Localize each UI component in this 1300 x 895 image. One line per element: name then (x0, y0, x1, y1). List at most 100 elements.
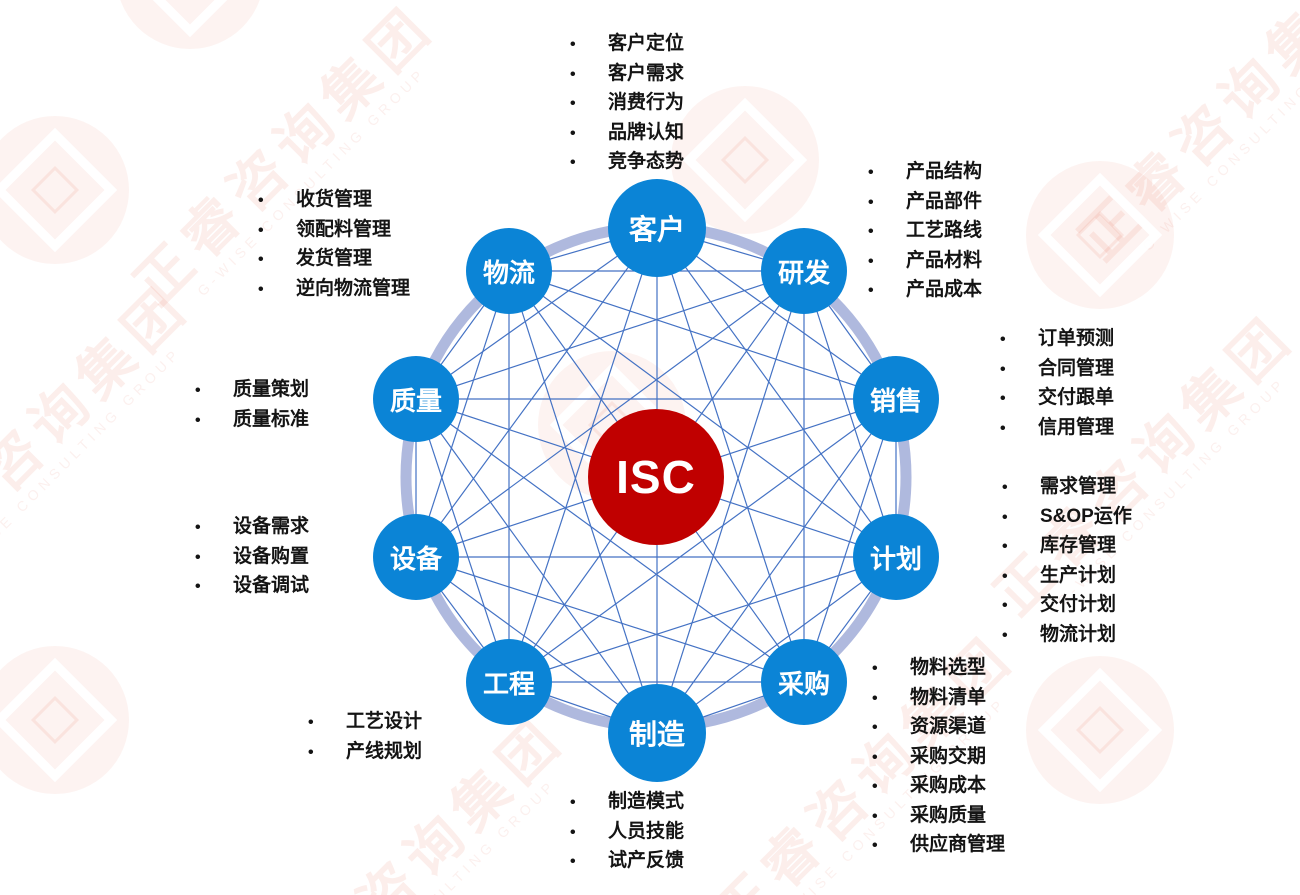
node-logistics: 物流 (466, 228, 552, 314)
list-item-text: 合同管理 (1038, 357, 1115, 379)
bullet-icon: • (872, 748, 878, 766)
node-planning: 计划 (853, 514, 939, 600)
bullet-icon: • (195, 382, 201, 399)
list-item: •消费行为 (570, 89, 684, 119)
bullet-list-manufacturing: •制造模式•人员技能•试产反馈 (570, 788, 684, 877)
list-item: •S&OP运作 (1002, 503, 1132, 533)
list-item: •产品材料 (868, 247, 982, 277)
list-item-text: 采购质量 (910, 804, 987, 826)
connection-line (656, 227, 805, 683)
bullet-icon: • (1000, 360, 1006, 378)
bullet-icon: • (308, 714, 314, 731)
list-item-text: 生产计划 (1040, 564, 1117, 586)
node-procurement: 采购 (761, 639, 847, 725)
list-item-text: 工艺设计 (346, 711, 423, 732)
list-item: •物料选型 (872, 654, 1005, 684)
list-item-text: 收货管理 (296, 189, 373, 210)
list-item-text: 客户定位 (608, 33, 685, 54)
bullet-icon: • (868, 164, 874, 181)
bullet-icon: • (868, 193, 874, 211)
node-label-engineering: 工程 (482, 668, 535, 699)
bullet-icon: • (1002, 597, 1008, 614)
list-item-text: 供应商管理 (910, 834, 1006, 855)
bullet-icon: • (872, 689, 878, 707)
connection-line (415, 398, 658, 734)
connection-line (415, 398, 805, 683)
bullet-list-equipment: • 设备需求 •设备购置 • 设备调试 (195, 513, 309, 602)
list-item: •发货管理 (258, 245, 410, 275)
node-label-manufacturing: 制造 (628, 719, 685, 750)
node-quality: 质量 (373, 356, 459, 442)
list-item-text: 领配料管理 (296, 218, 392, 240)
list-item: •试产反馈 (570, 847, 684, 877)
connection-line (415, 398, 510, 683)
list-item: • 客户需求 (570, 60, 684, 90)
list-item-text: 设备需求 (233, 516, 310, 537)
bullet-icon: • (1000, 419, 1006, 437)
bullet-icon: • (872, 719, 878, 736)
list-item-text: 工艺路线 (906, 220, 983, 241)
node-label-sales: 销售 (869, 385, 922, 416)
list-item: •设备购置 (195, 543, 309, 573)
bullet-list-planning: •需求管理•S&OP运作•库存管理•生产计划•交付计划•物流计划 (1002, 473, 1132, 650)
node-customer: 客户 (608, 179, 706, 277)
list-item: •产品结构 (868, 158, 982, 188)
list-item-text: 信用管理 (1038, 416, 1115, 438)
connection-line (508, 270, 897, 400)
list-item: •领配料管理 (258, 216, 410, 246)
list-item-text: 质量策划 (233, 379, 310, 400)
bullet-icon: • (570, 124, 576, 142)
list-item-text: 竞争态势 (608, 151, 685, 172)
list-item-text: 物料选型 (910, 657, 987, 678)
list-item: • 客户定位 (570, 30, 684, 60)
connection-line (415, 270, 510, 558)
connection-line (415, 270, 805, 558)
connection-line (415, 556, 805, 683)
bullet-icon: • (872, 837, 878, 854)
bullet-icon: • (868, 252, 874, 270)
bullet-icon: • (1002, 508, 1008, 526)
bullet-icon: • (570, 65, 576, 83)
node-label-logistics: 物流 (482, 257, 535, 288)
list-item-text: 交付计划 (1040, 594, 1117, 615)
bullet-icon: • (195, 411, 201, 429)
node-rnd: 研发 (761, 228, 847, 314)
list-item-text: 试产反馈 (608, 850, 685, 871)
connection-line (656, 398, 897, 734)
list-item-text: 发货管理 (296, 248, 373, 269)
bullet-icon: • (195, 519, 201, 536)
node-label-quality: 质量 (389, 385, 442, 416)
list-item-text: 制造模式 (608, 791, 685, 812)
connection-line (508, 270, 658, 734)
bullet-icon: • (1002, 567, 1008, 585)
list-item: •采购交期 (872, 743, 1005, 773)
connection-line (508, 556, 897, 683)
isc-hub-node: ISC (588, 409, 724, 545)
list-item: •工艺路线 (868, 217, 982, 247)
list-item-text: 需求管理 (1040, 476, 1117, 497)
list-item-text: 人员技能 (608, 820, 685, 842)
connection-line (508, 227, 658, 683)
list-item-text: 设备调试 (233, 575, 310, 596)
node-equipment: 设备 (373, 514, 459, 600)
list-item-text: 订单预测 (1038, 328, 1115, 349)
connection-line (415, 227, 658, 558)
bullet-list-procurement: •物料选型•物料清单•资源渠道•采购交期•采购成本•采购质量•供应商管理 (872, 654, 1005, 861)
list-item-text: 设备购置 (233, 545, 310, 567)
bullet-icon: • (195, 578, 201, 595)
list-item-text: 逆向物流管理 (296, 277, 411, 299)
list-item: • 合同管理 (1000, 355, 1114, 385)
bullet-icon: • (258, 192, 264, 209)
list-item: • 工艺设计 (308, 708, 422, 738)
connection-line (415, 270, 805, 400)
list-item-text: 产品部件 (906, 190, 983, 212)
bullet-icon: • (570, 36, 576, 53)
node-manufacturing: 制造 (608, 684, 706, 782)
list-item-text: 客户需求 (608, 62, 685, 84)
bullet-list-quality: •质量策划•质量标准 (195, 376, 309, 435)
bullet-icon: • (1002, 479, 1008, 496)
list-item-text: 资源渠道 (910, 716, 987, 737)
node-label-rnd: 研发 (777, 257, 830, 288)
list-item-text: 物流计划 (1040, 623, 1117, 645)
list-item: • 产品部件 (868, 188, 982, 218)
